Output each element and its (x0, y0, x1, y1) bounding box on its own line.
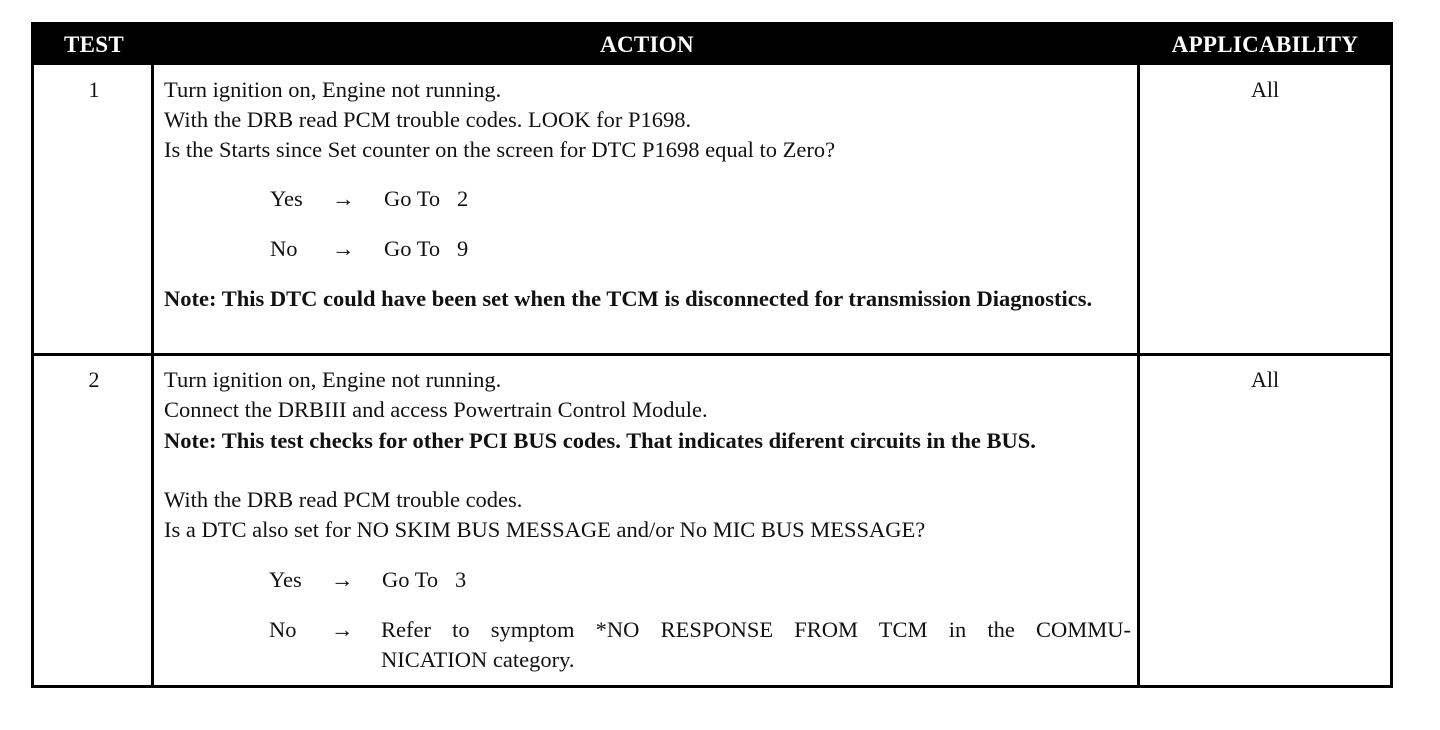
test-number: 2 (88, 367, 100, 392)
option-result: Go To 2 (384, 186, 469, 211)
option-answer: No (270, 236, 298, 261)
diagnostic-test-table: TEST ACTION APPLICABILITY 1 All Turn ign… (31, 22, 1393, 688)
action-line: Is a DTC also set for NO SKIM BUS MESSAG… (164, 517, 926, 542)
option-result: Go To 9 (384, 236, 469, 261)
arrow-icon: → (331, 617, 354, 642)
header-action: ACTION (600, 32, 694, 57)
action-line: Connect the DRBIII and access Powertrain… (164, 397, 708, 422)
option-result: Go To 3 (382, 567, 467, 592)
test-number: 1 (88, 77, 100, 102)
applicability-value: All (1250, 77, 1280, 102)
action-line: With the DRB read PCM trouble codes. (164, 487, 523, 512)
column-divider (1137, 65, 1140, 685)
arrow-icon: → (332, 186, 355, 211)
table-header: TEST ACTION APPLICABILITY (34, 25, 1390, 65)
action-line: Turn ignition on, Engine not running. (164, 77, 502, 102)
action-line: Turn ignition on, Engine not running. (164, 367, 502, 392)
option-answer: Yes (269, 567, 302, 592)
option-answer: Yes (270, 186, 303, 211)
row-divider (34, 353, 1390, 356)
arrow-icon: → (332, 236, 355, 261)
action-line: With the DRB read PCM trouble codes. LOO… (164, 107, 692, 132)
applicability-value: All (1250, 367, 1280, 392)
column-divider (151, 65, 154, 685)
arrow-icon: → (331, 567, 354, 592)
option-result: Refer to symptom *NO RESPONSE FROM TCM i… (381, 617, 1131, 642)
action-line: Is the Starts since Set counter on the s… (164, 137, 836, 162)
note-text: Note: This DTC could have been set when … (164, 286, 1093, 311)
option-answer: No (269, 617, 297, 642)
note-text: Note: This test checks for other PCI BUS… (164, 428, 1036, 453)
header-applicability: APPLICABILITY (1171, 32, 1359, 57)
option-result-continued: NICATION category. (381, 647, 575, 672)
header-test: TEST (63, 32, 124, 57)
